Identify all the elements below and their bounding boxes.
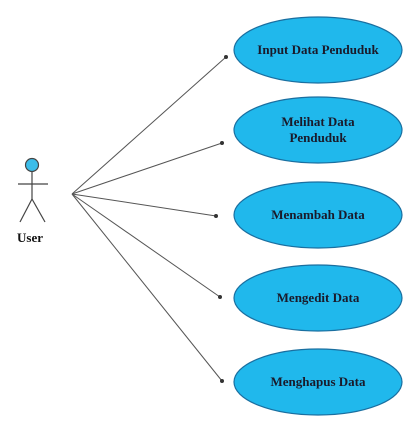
use-case-ellipse[interactable] <box>233 16 403 84</box>
association-line <box>71 193 221 298</box>
use-case[interactable]: Menghapus Data <box>233 348 403 416</box>
association-line <box>71 56 227 195</box>
use-case-label: Menambah Data <box>271 207 365 222</box>
use-case-label: Mengedit Data <box>277 290 360 305</box>
use-case[interactable]: Input Data Penduduk <box>233 16 403 84</box>
use-case[interactable]: Mengedit Data <box>233 264 403 332</box>
use-case-label: Penduduk <box>289 130 347 145</box>
actor-head <box>24 157 40 173</box>
use-case-ellipse[interactable] <box>233 348 403 416</box>
association-arrowhead <box>218 295 222 299</box>
use-case-label: Input Data Penduduk <box>257 42 379 57</box>
association-line <box>71 193 223 382</box>
association-arrowhead <box>220 379 224 383</box>
use-case-label: Menghapus Data <box>271 374 366 389</box>
use-case-ellipse[interactable] <box>233 96 403 164</box>
actor-right-leg <box>31 198 46 223</box>
association-line <box>71 193 217 217</box>
association-arrowhead <box>220 141 224 145</box>
use-case-label: Melihat Data <box>281 114 355 129</box>
actor-user: User <box>17 157 48 245</box>
use-case-ellipse[interactable] <box>233 264 403 332</box>
association-arrowhead <box>224 55 228 59</box>
actor-left-leg <box>19 198 33 223</box>
association-line <box>71 142 223 195</box>
association-arrowhead <box>214 214 218 218</box>
actor-label: User <box>17 230 43 245</box>
use-case-ellipse[interactable] <box>233 181 403 249</box>
association-lines <box>71 55 228 383</box>
use-case[interactable]: Menambah Data <box>233 181 403 249</box>
